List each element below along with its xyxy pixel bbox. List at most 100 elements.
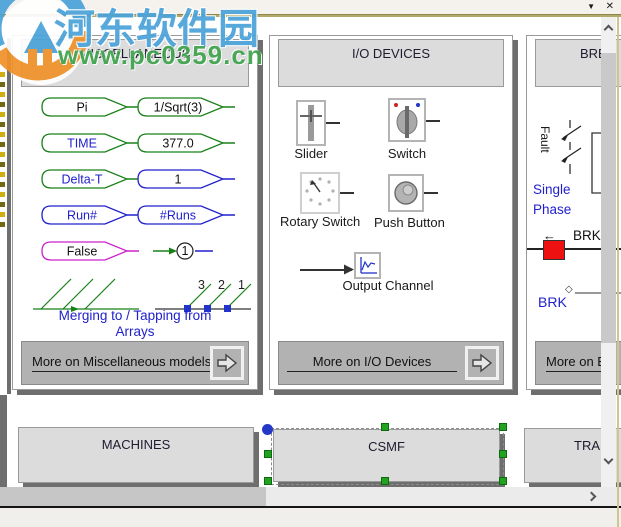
component-fault[interactable] xyxy=(555,118,585,186)
selection-handle-bottom-right[interactable] xyxy=(499,477,507,485)
clipped-panel-content xyxy=(0,72,5,232)
fault-label: Fault xyxy=(538,126,552,153)
panel-csmf[interactable]: CSMF xyxy=(273,429,500,482)
tag-label: False xyxy=(67,245,98,259)
merge-caption-line1: Merging to / Tapping from xyxy=(58,308,212,323)
tag-label: #Runs xyxy=(160,209,196,223)
merge-caption-line2: Arrays xyxy=(115,324,155,339)
panel-miscellaneous: MISCELLANEOUS Pi TIME Delta-T xyxy=(12,35,258,390)
selection-handle-right[interactable] xyxy=(499,450,507,458)
component-pi[interactable]: Pi xyxy=(39,96,141,118)
component-time[interactable]: TIME xyxy=(39,132,141,154)
diamond-icon: ◇ xyxy=(565,284,573,295)
datamerge-value: 1 xyxy=(182,244,189,258)
pane-divider xyxy=(0,506,621,508)
output-stub xyxy=(426,120,440,122)
status-strip xyxy=(0,508,621,527)
tag-label: 1/Sqrt(3) xyxy=(154,101,203,115)
more-link[interactable]: More on B xyxy=(546,354,606,372)
component-run-number[interactable]: Run# xyxy=(39,204,141,226)
merge-branch xyxy=(84,278,116,310)
more-button[interactable] xyxy=(210,346,244,380)
tag-outline xyxy=(41,97,129,117)
slider-label: Slider xyxy=(294,146,328,161)
component-one[interactable]: 1 xyxy=(135,168,237,190)
component-delta-t[interactable]: Delta-T xyxy=(39,168,141,190)
selection-handle-bottom-left[interactable] xyxy=(264,477,272,485)
panel-title: TRAI xyxy=(574,438,604,453)
datamerge-arrowhead xyxy=(169,247,177,255)
tag-outline xyxy=(41,205,129,225)
output-stub xyxy=(340,192,354,194)
rotary-switch-icon xyxy=(305,177,335,206)
selection-handle-bottom[interactable] xyxy=(381,477,389,485)
more-link[interactable]: More on Miscellaneous models xyxy=(32,354,212,372)
component-array-merge[interactable] xyxy=(31,276,146,314)
tap-branch xyxy=(226,283,252,309)
left-arrow-icon: ← xyxy=(543,228,556,243)
horizontal-scrollbar-thumb[interactable] xyxy=(0,487,266,506)
component-output-channel[interactable] xyxy=(354,252,381,279)
right-arrow-icon xyxy=(472,353,493,373)
output-stub xyxy=(326,122,340,124)
window-border-top xyxy=(0,14,621,17)
switch-label: Switch xyxy=(387,146,427,161)
output-channel-label: Output Channel xyxy=(342,278,434,293)
component-false[interactable]: False xyxy=(39,240,141,262)
panel-machines[interactable]: MACHINES xyxy=(18,427,254,483)
breaker-wire xyxy=(527,248,621,250)
tap-node xyxy=(184,305,191,312)
panel-io-devices: I/O DEVICES Slider Switch xyxy=(269,35,513,390)
selection-handle-top-right[interactable] xyxy=(499,423,507,431)
panel-title: MACHINES xyxy=(101,437,171,452)
more-button[interactable] xyxy=(465,346,499,380)
tag-outline xyxy=(41,169,129,189)
component-switch[interactable] xyxy=(388,98,426,142)
component-377[interactable]: 377.0 xyxy=(135,132,237,154)
selection-handle-top[interactable] xyxy=(381,423,389,431)
tag-outline xyxy=(41,133,129,153)
component-rotary-switch[interactable] xyxy=(300,172,340,214)
dropdown-icon[interactable]: ▼ xyxy=(587,2,595,11)
phase-note-line2: Phase xyxy=(533,202,572,217)
selection-anchor-handle[interactable] xyxy=(262,424,273,435)
panel-title: CSMF xyxy=(368,439,405,454)
push-button-label: Push Button xyxy=(374,215,445,230)
clipped-panel-edge xyxy=(7,38,11,394)
caption-bar: ▼ ✕ xyxy=(0,0,621,14)
selection-handle-left[interactable] xyxy=(264,450,272,458)
component-slider[interactable] xyxy=(296,100,326,146)
component-push-button[interactable] xyxy=(388,174,424,212)
tag-label: Run# xyxy=(67,209,97,223)
tag-label: 1 xyxy=(175,173,182,187)
vertical-scrollbar-thumb[interactable] xyxy=(601,53,616,343)
component-datamerge[interactable]: 1 xyxy=(151,240,231,262)
merge-arrowhead xyxy=(71,306,79,312)
tag-outline xyxy=(137,169,225,189)
right-arrow-icon xyxy=(217,353,238,373)
panel-title: MISCELLANEOUS xyxy=(21,39,249,87)
more-link[interactable]: More on I/O Devices xyxy=(287,354,457,372)
component-breaker[interactable] xyxy=(543,240,565,260)
datamerge-circle xyxy=(176,242,194,260)
tap-index: 2 xyxy=(218,278,225,292)
tag-outline xyxy=(137,205,225,225)
switch-icon xyxy=(394,103,420,138)
wire-arrowhead xyxy=(344,264,354,275)
signal-wire xyxy=(575,292,621,294)
breaker-signal-label[interactable]: BRK xyxy=(538,294,567,310)
tap-branch xyxy=(186,283,212,309)
phase-note-line1: Single xyxy=(533,182,571,197)
merge-branch xyxy=(40,278,72,310)
tag-label: 377.0 xyxy=(162,137,193,151)
component-num-runs[interactable]: #Runs xyxy=(135,204,237,226)
rotary-switch-label: Rotary Switch xyxy=(280,214,361,229)
clipped-panel-edge xyxy=(0,395,7,487)
push-button-icon xyxy=(394,181,418,205)
tap-branch xyxy=(206,283,232,309)
close-icon[interactable]: ✕ xyxy=(605,1,614,12)
component-array-tap[interactable]: 3 2 1 xyxy=(153,276,253,314)
component-one-over-sqrt3[interactable]: 1/Sqrt(3) xyxy=(135,96,237,118)
tag-label: Pi xyxy=(76,101,87,115)
